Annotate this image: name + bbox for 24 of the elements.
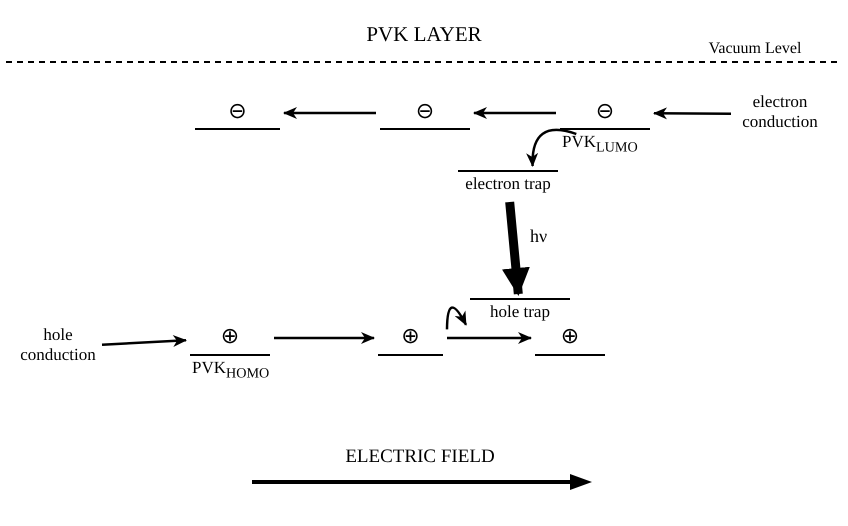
arrow bbox=[502, 202, 530, 296]
level-label: PVK$_{HOMO}$ bbox=[192, 358, 270, 382]
arrow bbox=[653, 107, 731, 120]
charge-symbol: ⊖ bbox=[416, 101, 434, 123]
arrow bbox=[473, 107, 556, 119]
charge-symbol: ⊕ bbox=[560, 326, 580, 348]
arrow bbox=[274, 332, 375, 344]
level-label: PVK$_{LUMO}$ bbox=[562, 132, 638, 156]
charge-symbol: ⊖ bbox=[228, 101, 247, 123]
trap-level: electron trap bbox=[458, 170, 558, 198]
arrow bbox=[446, 306, 468, 330]
conduction-label: electron conduction bbox=[735, 92, 825, 136]
trap-level: hole trap bbox=[470, 298, 570, 326]
arrow bbox=[526, 128, 577, 167]
arrow bbox=[283, 107, 376, 119]
charge-symbol: ⊕ bbox=[220, 326, 240, 348]
arrow bbox=[447, 332, 532, 344]
charge-symbol: ⊕ bbox=[401, 326, 420, 348]
diagram-title: PVK LAYER bbox=[365, 22, 483, 46]
field-label: ELECTRIC FIELD bbox=[344, 446, 496, 468]
conduction-label: hole conduction bbox=[18, 325, 98, 369]
arrow bbox=[102, 335, 187, 347]
charge-symbol: ⊖ bbox=[596, 101, 614, 123]
note-label: Vacuum Level bbox=[708, 40, 802, 58]
